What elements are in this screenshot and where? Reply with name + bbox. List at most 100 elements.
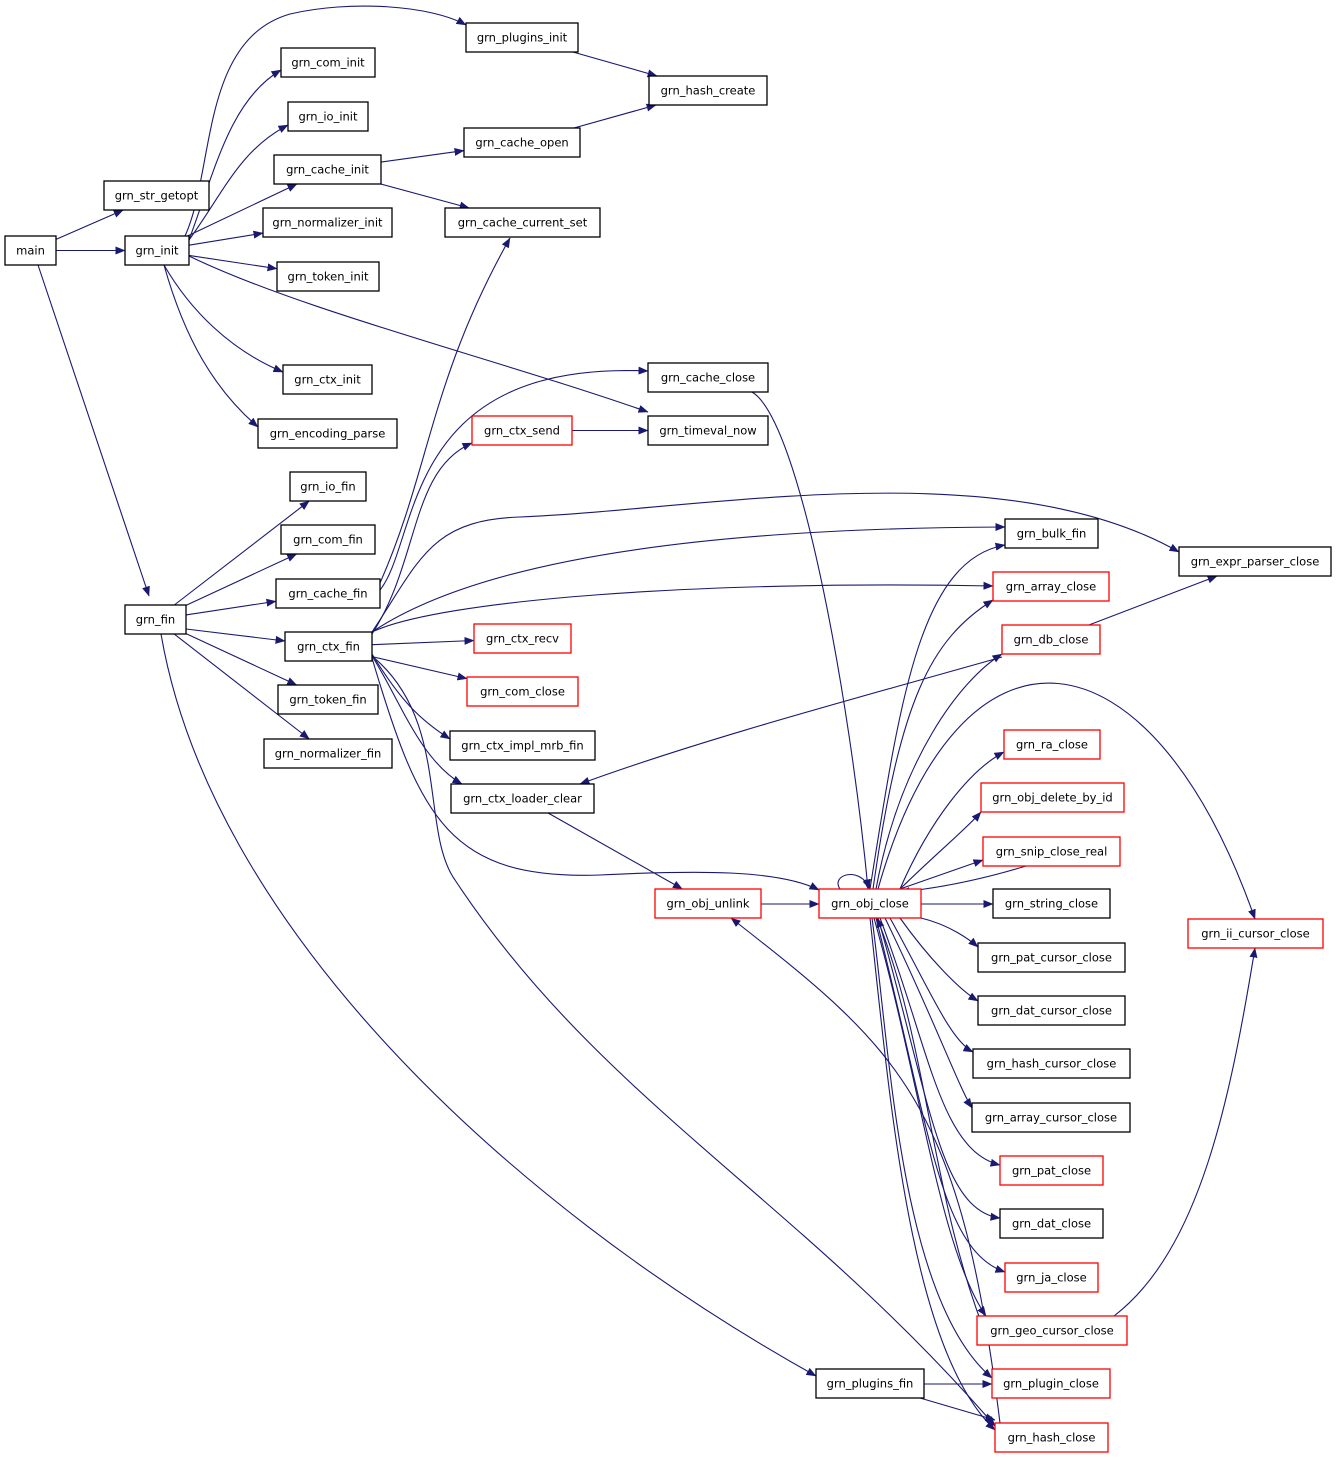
- node-box[interactable]: [982, 836, 1121, 867]
- node-grn_ctx_impl_mrb_fin[interactable]: grn_ctx_impl_mrb_fin: [449, 730, 596, 761]
- node-grn_ctx_send[interactable]: grn_ctx_send: [471, 415, 573, 446]
- node-box[interactable]: [473, 623, 572, 654]
- node-grn_bulk_fin[interactable]: grn_bulk_fin: [1004, 518, 1099, 549]
- node-box[interactable]: [654, 888, 762, 919]
- node-grn_hash_close[interactable]: grn_hash_close: [994, 1422, 1109, 1453]
- node-grn_hash_create[interactable]: grn_hash_create: [648, 75, 768, 106]
- node-grn_obj_close[interactable]: grn_obj_close: [818, 888, 922, 919]
- node-grn_plugins_init[interactable]: grn_plugins_init: [465, 22, 579, 53]
- node-box[interactable]: [815, 1368, 925, 1399]
- node-grn_token_fin[interactable]: grn_token_fin: [277, 684, 379, 715]
- node-box[interactable]: [263, 738, 393, 769]
- node-grn_io_init[interactable]: grn_io_init: [287, 101, 369, 132]
- node-box[interactable]: [4, 235, 57, 266]
- node-box[interactable]: [450, 783, 595, 814]
- node-grn_ctx_fin[interactable]: grn_ctx_fin: [284, 631, 373, 662]
- node-grn_plugin_close[interactable]: grn_plugin_close: [991, 1368, 1111, 1399]
- node-box[interactable]: [976, 1315, 1128, 1346]
- node-box[interactable]: [277, 684, 379, 715]
- node-box[interactable]: [992, 571, 1110, 602]
- node-grn_cache_init[interactable]: grn_cache_init: [273, 154, 382, 185]
- node-box[interactable]: [647, 415, 769, 446]
- node-grn_ja_close[interactable]: grn_ja_close: [1004, 1262, 1099, 1293]
- node-grn_ii_cursor_close[interactable]: grn_ii_cursor_close: [1187, 918, 1324, 949]
- node-box[interactable]: [647, 362, 769, 393]
- node-box[interactable]: [280, 524, 376, 555]
- node-box[interactable]: [1004, 1262, 1099, 1293]
- node-grn_geo_cursor_close[interactable]: grn_geo_cursor_close: [976, 1315, 1128, 1346]
- node-grn_dat_cursor_close[interactable]: grn_dat_cursor_close: [977, 995, 1126, 1026]
- node-box[interactable]: [977, 995, 1126, 1026]
- node-box[interactable]: [999, 1155, 1104, 1186]
- node-grn_encoding_parse[interactable]: grn_encoding_parse: [257, 418, 398, 449]
- node-grn_cache_current_set[interactable]: grn_cache_current_set: [444, 207, 601, 238]
- node-box[interactable]: [257, 418, 398, 449]
- node-box[interactable]: [449, 730, 596, 761]
- node-grn_cache_open[interactable]: grn_cache_open: [463, 127, 581, 158]
- node-box[interactable]: [972, 1048, 1131, 1079]
- node-box[interactable]: [103, 180, 210, 211]
- node-box[interactable]: [289, 471, 367, 502]
- node-box[interactable]: [977, 942, 1126, 973]
- node-box[interactable]: [275, 578, 381, 609]
- node-box[interactable]: [999, 1208, 1104, 1239]
- node-grn_normalizer_fin[interactable]: grn_normalizer_fin: [263, 738, 393, 769]
- node-grn_string_close[interactable]: grn_string_close: [992, 888, 1111, 919]
- node-grn_ctx_loader_clear[interactable]: grn_ctx_loader_clear: [450, 783, 595, 814]
- node-grn_token_init[interactable]: grn_token_init: [276, 261, 380, 292]
- node-box[interactable]: [1003, 729, 1101, 760]
- node-box[interactable]: [273, 154, 382, 185]
- node-box[interactable]: [282, 364, 373, 395]
- node-grn_com_fin[interactable]: grn_com_fin: [280, 524, 376, 555]
- node-box[interactable]: [465, 22, 579, 53]
- node-grn_cache_close[interactable]: grn_cache_close: [647, 362, 769, 393]
- node-grn_plugins_fin[interactable]: grn_plugins_fin: [815, 1368, 925, 1399]
- node-box[interactable]: [444, 207, 601, 238]
- node-box[interactable]: [1004, 518, 1099, 549]
- node-grn_obj_unlink[interactable]: grn_obj_unlink: [654, 888, 762, 919]
- node-grn_com_close[interactable]: grn_com_close: [466, 676, 579, 707]
- node-grn_db_close[interactable]: grn_db_close: [1001, 624, 1101, 655]
- node-grn_ra_close[interactable]: grn_ra_close: [1003, 729, 1101, 760]
- node-grn_dat_close[interactable]: grn_dat_close: [999, 1208, 1104, 1239]
- node-grn_ctx_recv[interactable]: grn_ctx_recv: [473, 623, 572, 654]
- node-main[interactable]: main: [4, 235, 57, 266]
- node-box[interactable]: [124, 604, 187, 635]
- node-grn_expr_parser_close[interactable]: grn_expr_parser_close: [1178, 546, 1332, 577]
- node-box[interactable]: [466, 676, 579, 707]
- node-box[interactable]: [1178, 546, 1332, 577]
- node-grn_pat_close[interactable]: grn_pat_close: [999, 1155, 1104, 1186]
- node-grn_array_cursor_close[interactable]: grn_array_cursor_close: [971, 1102, 1131, 1133]
- node-grn_pat_cursor_close[interactable]: grn_pat_cursor_close: [977, 942, 1126, 973]
- node-box[interactable]: [1187, 918, 1324, 949]
- node-box[interactable]: [1001, 624, 1101, 655]
- node-box[interactable]: [980, 782, 1125, 813]
- node-grn_array_close[interactable]: grn_array_close: [992, 571, 1110, 602]
- node-box[interactable]: [262, 207, 393, 238]
- node-grn_com_init[interactable]: grn_com_init: [280, 47, 376, 78]
- node-box[interactable]: [818, 888, 922, 919]
- node-box[interactable]: [463, 127, 581, 158]
- node-box[interactable]: [276, 261, 380, 292]
- node-box[interactable]: [991, 1368, 1111, 1399]
- node-box[interactable]: [992, 888, 1111, 919]
- node-box[interactable]: [471, 415, 573, 446]
- node-box[interactable]: [287, 101, 369, 132]
- node-grn_hash_cursor_close[interactable]: grn_hash_cursor_close: [972, 1048, 1131, 1079]
- node-grn_str_getopt[interactable]: grn_str_getopt: [103, 180, 210, 211]
- node-box[interactable]: [971, 1102, 1131, 1133]
- node-grn_cache_fin[interactable]: grn_cache_fin: [275, 578, 381, 609]
- node-grn_fin[interactable]: grn_fin: [124, 604, 187, 635]
- node-grn_normalizer_init[interactable]: grn_normalizer_init: [262, 207, 393, 238]
- node-grn_io_fin[interactable]: grn_io_fin: [289, 471, 367, 502]
- node-grn_snip_close_real[interactable]: grn_snip_close_real: [982, 836, 1121, 867]
- node-grn_obj_delete_by_id[interactable]: grn_obj_delete_by_id: [980, 782, 1125, 813]
- node-grn_timeval_now[interactable]: grn_timeval_now: [647, 415, 769, 446]
- node-box[interactable]: [280, 47, 376, 78]
- node-box[interactable]: [648, 75, 768, 106]
- node-grn_ctx_init[interactable]: grn_ctx_init: [282, 364, 373, 395]
- node-box[interactable]: [124, 235, 190, 266]
- node-box[interactable]: [284, 631, 373, 662]
- node-grn_init[interactable]: grn_init: [124, 235, 190, 266]
- node-box[interactable]: [994, 1422, 1109, 1453]
